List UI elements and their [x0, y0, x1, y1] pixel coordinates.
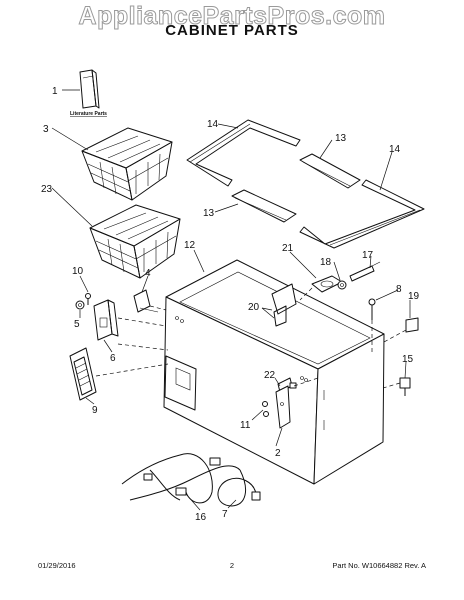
part-5-knob	[75, 300, 85, 310]
callout-21: 21	[282, 243, 294, 254]
literature-parts-label: Literature Parts	[70, 111, 107, 117]
part-3-upper-basket	[81, 127, 173, 201]
part-21-lock-bracket	[311, 275, 343, 293]
part-22-bracket	[277, 377, 297, 393]
part-1-literature-booklet	[79, 69, 100, 109]
callout-4: 4	[145, 268, 151, 279]
part-2-thermostat	[275, 385, 291, 429]
part-4-bracket	[133, 289, 159, 313]
footer-date: 01/29/2016	[38, 561, 76, 570]
part-10-screw	[85, 293, 91, 305]
footer-part-number: Part No. W10664882 Rev. A	[332, 561, 426, 570]
callout-18: 18	[320, 257, 332, 268]
part-13-gasket-strip-lower	[231, 189, 297, 223]
callout-1: 1	[52, 86, 58, 97]
page-title: CABINET PARTS	[165, 22, 299, 39]
callout-20: 20	[248, 302, 260, 313]
part-8-screw	[368, 298, 376, 320]
callout-23: 23	[41, 184, 53, 195]
callout-numbers: 1 3 23 14 13 14 13 12 21 18 17 8 19 20 1…	[41, 86, 420, 523]
part-7-power-cord	[217, 469, 261, 507]
callout-6: 6	[110, 353, 116, 364]
watermark: AppliancePartsPros.com	[79, 2, 386, 30]
callout-5: 5	[74, 319, 80, 330]
part-19-plug	[405, 317, 419, 333]
callout-10: 10	[72, 266, 84, 277]
part-18-lock-cylinder	[337, 280, 347, 290]
callout-13-lower: 13	[203, 208, 215, 219]
assembly-dashed-lines	[95, 287, 407, 389]
callout-14-upper: 14	[207, 119, 219, 130]
part-6-control-housing	[93, 299, 119, 341]
part-20-hinge	[261, 283, 297, 327]
callout-16: 16	[195, 512, 207, 523]
part-9-vent-grille	[69, 347, 97, 401]
part-11-screws	[262, 401, 269, 417]
footer-page-number: 2	[230, 561, 234, 570]
callout-7: 7	[222, 509, 228, 520]
callout-19: 19	[408, 291, 420, 302]
part-17-key	[349, 261, 381, 282]
part-12-cabinet	[163, 259, 385, 485]
callout-9: 9	[92, 405, 98, 416]
part-23-lower-basket	[89, 204, 181, 279]
callout-leader-lines	[51, 89, 411, 511]
callout-2: 2	[275, 448, 281, 459]
callout-13-upper: 13	[335, 133, 347, 144]
part-15-foot	[399, 377, 411, 396]
part-14-gasket-lower-right	[299, 179, 425, 249]
callout-8: 8	[396, 284, 402, 295]
callout-17: 17	[362, 250, 374, 261]
callout-12: 12	[184, 240, 196, 251]
part-13-gasket-strip-upper	[299, 153, 361, 189]
callout-3: 3	[43, 124, 49, 135]
part-16-wiring-harness	[121, 453, 241, 504]
callout-14-lower: 14	[389, 144, 401, 155]
part-14-gasket-upper-left	[186, 119, 301, 187]
callout-11: 11	[240, 420, 251, 431]
callout-22: 22	[264, 370, 276, 381]
callout-15: 15	[402, 354, 414, 365]
